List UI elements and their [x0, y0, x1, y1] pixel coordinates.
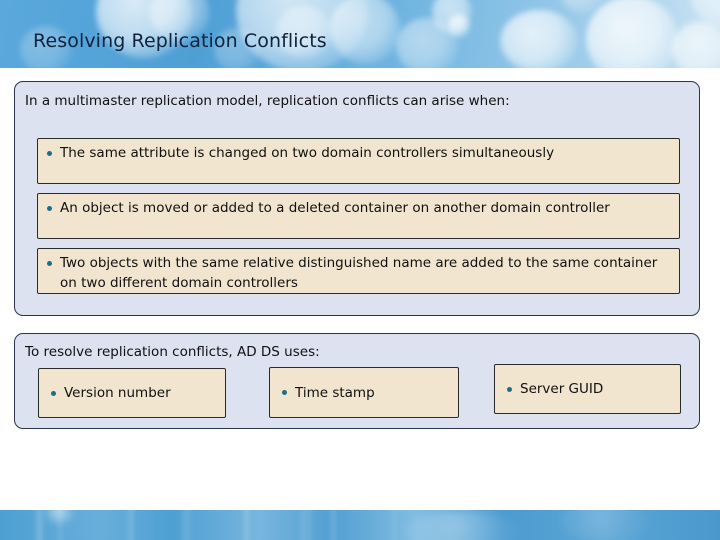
bullet-dot-icon	[282, 390, 287, 395]
light-streak-icon	[330, 510, 336, 540]
footer-background-band	[0, 510, 720, 540]
resolution-panel-lead-text: To resolve replication conflicts, AD DS …	[25, 344, 320, 360]
light-streak-icon	[36, 510, 43, 540]
bokeh-circle-icon	[448, 14, 470, 38]
light-blob-icon	[46, 510, 74, 524]
conflict-bullet-text: An object is moved or added to a deleted…	[60, 200, 610, 216]
resolution-choice-box-server-guid[interactable]: Server GUID	[494, 364, 681, 414]
light-streak-icon	[244, 510, 249, 540]
light-blob-icon	[560, 510, 650, 540]
light-streak-icon	[182, 510, 191, 540]
bullet-dot-icon	[507, 386, 512, 392]
light-streak-icon	[128, 510, 134, 540]
conflicts-panel: In a multimaster replication model, repl…	[14, 81, 700, 316]
bullet-dot-icon	[47, 261, 52, 266]
slide-title: Resolving Replication Conflicts	[33, 30, 327, 52]
bokeh-circle-icon	[330, 0, 400, 64]
conflict-bullet-text: Two objects with the same relative disti…	[60, 255, 658, 291]
conflict-bullet-box[interactable]: An object is moved or added to a deleted…	[37, 193, 680, 239]
bullet-dot-icon	[47, 151, 52, 156]
bokeh-circle-icon	[500, 10, 578, 68]
bullet-dot-icon	[47, 206, 52, 211]
conflict-bullet-text: The same attribute is changed on two dom…	[60, 145, 555, 161]
bokeh-circle-icon	[560, 0, 604, 14]
resolution-panel: To resolve replication conflicts, AD DS …	[14, 333, 700, 429]
resolution-choice-label: Time stamp	[295, 384, 375, 401]
light-streak-icon	[392, 510, 396, 540]
resolution-choice-box-version-number[interactable]: Version number	[38, 368, 226, 418]
conflict-bullet-box[interactable]: Two objects with the same relative disti…	[37, 248, 680, 294]
bokeh-circle-icon	[690, 0, 720, 28]
bokeh-circle-icon	[672, 22, 720, 68]
light-streak-icon	[300, 510, 312, 540]
resolution-choice-label: Version number	[64, 385, 171, 401]
conflict-bullet-box[interactable]: The same attribute is changed on two dom…	[37, 138, 680, 184]
resolution-choice-box-time-stamp[interactable]: Time stamp	[269, 367, 459, 418]
light-blob-icon	[402, 512, 522, 540]
bokeh-circle-icon	[396, 18, 458, 68]
resolution-choice-label: Server GUID	[520, 381, 604, 397]
bullet-dot-icon	[51, 390, 56, 396]
light-streak-icon	[58, 510, 62, 540]
conflicts-panel-lead-text: In a multimaster replication model, repl…	[25, 93, 510, 109]
bokeh-circle-icon	[586, 0, 678, 68]
bokeh-circle-icon	[432, 0, 472, 34]
